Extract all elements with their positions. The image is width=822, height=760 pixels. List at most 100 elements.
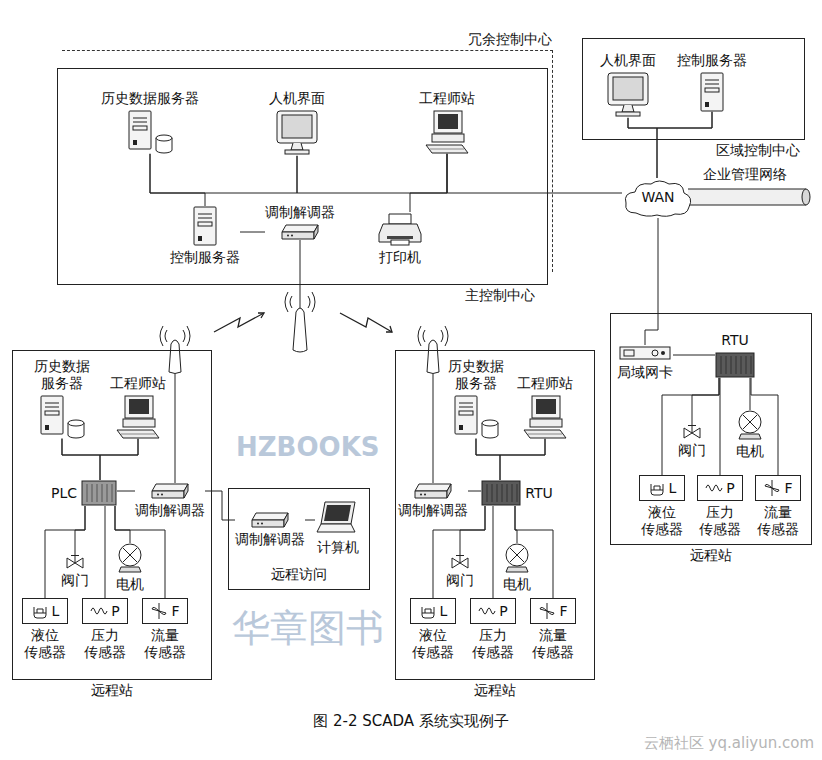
drawing-part xyxy=(536,399,556,414)
drawing-part xyxy=(434,111,462,133)
device-label: 计算机 xyxy=(317,539,359,556)
network-link xyxy=(628,112,712,128)
icon-holder xyxy=(422,110,472,154)
drawing-part xyxy=(123,548,137,562)
drawing-part xyxy=(317,524,355,532)
drawing-part xyxy=(123,419,155,427)
modem-device: 调制解调器 xyxy=(398,483,468,519)
rtu-unit: RTU xyxy=(481,480,553,506)
icon-holder xyxy=(450,555,470,569)
drawing-part xyxy=(652,350,658,356)
drawing-part xyxy=(129,399,149,414)
drawing-part xyxy=(261,523,263,525)
device-label: 流量 传感器 xyxy=(143,627,188,661)
drawing-part xyxy=(119,544,141,566)
drawing-part xyxy=(152,607,166,614)
sensor-box: L液位 传感器 xyxy=(410,598,456,661)
history-server: 历史数据 服务器 xyxy=(447,358,506,439)
valve-device: 阀门 xyxy=(678,425,706,459)
radio-link-bolts xyxy=(214,313,392,332)
drawing-part xyxy=(68,420,84,426)
device-label: RTU xyxy=(525,485,553,502)
drawing-part xyxy=(391,240,409,245)
valve-symbol xyxy=(450,555,470,569)
network-link xyxy=(297,154,447,193)
drawing-part xyxy=(198,222,212,226)
drawing-part xyxy=(482,420,498,426)
hmi-terminal: 人机界面 xyxy=(600,52,656,118)
drawing-part xyxy=(324,505,351,521)
device-label: 历史数据 服务器 xyxy=(447,358,506,392)
drawing-part xyxy=(152,484,188,491)
drawing-part xyxy=(379,224,421,242)
modem-device: 调制解调器 xyxy=(265,204,335,240)
network-link xyxy=(476,439,500,480)
icon-holder xyxy=(113,395,163,439)
network-link xyxy=(117,491,135,492)
motor-symbol xyxy=(115,543,145,573)
icon-holder xyxy=(682,425,702,439)
network-link xyxy=(750,378,751,410)
antenna-symbols xyxy=(160,240,448,483)
level-sensor-symbol xyxy=(419,603,437,619)
drawing-part xyxy=(92,484,93,502)
drawing-part xyxy=(726,356,727,374)
drawing-part xyxy=(459,406,473,407)
device-label: 调制解调器 xyxy=(235,531,305,548)
network-card-icon xyxy=(619,345,671,361)
drawing-part xyxy=(456,555,464,556)
workstation-icon xyxy=(422,110,472,154)
drawing-part xyxy=(133,117,147,118)
remote-station-box: 远程站历史数据 服务器工程师站调制解调器RTU阀门电机L液位 传感器P压力 传感… xyxy=(395,350,595,680)
device-label: RTU xyxy=(721,332,749,349)
group-title: 冗余控制中心 xyxy=(468,31,552,48)
server-icon xyxy=(698,72,726,112)
engineer-station: 工程师站 xyxy=(419,90,475,154)
watermark-text: 云栖社区 yq.aliyun.com xyxy=(644,734,814,752)
drawing-part xyxy=(340,313,392,332)
network-link xyxy=(433,506,485,598)
network-link xyxy=(305,520,315,521)
device-label: 人机界面 xyxy=(269,90,325,107)
drawing-part xyxy=(532,396,560,418)
watermark-text: HZBOOKS xyxy=(236,432,380,463)
device-label: 调制解调器 xyxy=(398,502,468,519)
drawing-part xyxy=(102,484,103,502)
device-label: 阀门 xyxy=(446,572,474,589)
drawing-part xyxy=(426,145,468,153)
group-title: 远程访问 xyxy=(229,566,369,583)
sensor-letter: P xyxy=(499,603,507,620)
drawing-part xyxy=(152,491,184,498)
network-link xyxy=(150,154,205,206)
drawing-part xyxy=(530,419,562,427)
figure-caption: 图 2-2 SCADA 系统实现例子 xyxy=(0,712,822,730)
icon-holder xyxy=(315,500,361,536)
drawing-part xyxy=(257,523,259,525)
drawing-part xyxy=(34,613,46,614)
device-label: 液位 传感器 xyxy=(411,627,456,661)
drawing-part xyxy=(300,240,301,310)
sensor-letter: P xyxy=(726,480,734,497)
drawing-part xyxy=(282,225,318,232)
laptop-icon xyxy=(315,500,361,536)
drawing-part xyxy=(487,484,488,502)
sensor-box: P压力 传感器 xyxy=(470,598,516,661)
device-label: 流量 传感器 xyxy=(531,627,576,661)
network-link xyxy=(115,506,165,598)
drawing-part xyxy=(121,433,155,434)
history-server: 历史数据服务器 xyxy=(101,90,199,154)
drawing-part xyxy=(739,411,761,433)
device-label: 电机 xyxy=(116,576,144,593)
drawing-part xyxy=(284,513,288,527)
drawing-part xyxy=(34,607,46,618)
drawing-part xyxy=(157,494,159,496)
drawing-part xyxy=(688,425,696,426)
drawing-part xyxy=(692,425,693,433)
drawing-part xyxy=(455,396,477,434)
device-label: 历史数据 服务器 xyxy=(33,358,92,392)
drawing-part xyxy=(688,189,806,190)
drawing-part xyxy=(517,484,518,502)
level-sensor-symbol xyxy=(31,603,49,619)
icon-holder xyxy=(31,603,49,619)
group-title: 区域控制中心 xyxy=(716,142,800,159)
